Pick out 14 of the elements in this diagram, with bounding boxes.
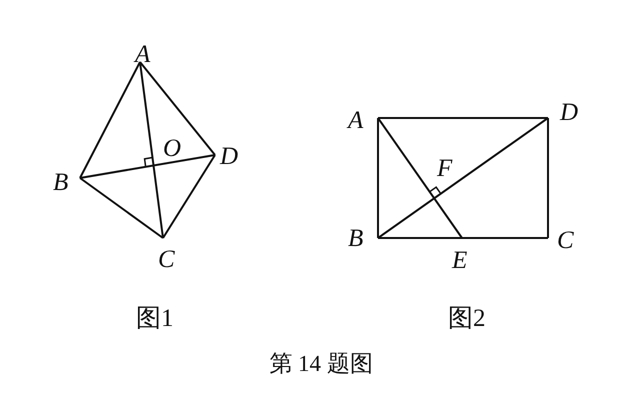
point-label: C bbox=[158, 247, 175, 272]
point-label: E bbox=[452, 248, 468, 273]
point-label: C bbox=[557, 228, 574, 253]
figure-label: 图2 bbox=[448, 306, 486, 331]
point-label: B bbox=[53, 170, 68, 195]
figure-label: 图1 bbox=[136, 306, 174, 331]
point-label: D bbox=[560, 100, 578, 125]
point-label: F bbox=[437, 156, 452, 181]
point-label: A bbox=[348, 108, 364, 133]
point-label: O bbox=[163, 136, 182, 161]
caption: 第 14 题图 bbox=[268, 352, 374, 375]
point-label: A bbox=[135, 42, 150, 67]
point-label: D bbox=[220, 144, 238, 169]
point-label: B bbox=[348, 226, 364, 251]
